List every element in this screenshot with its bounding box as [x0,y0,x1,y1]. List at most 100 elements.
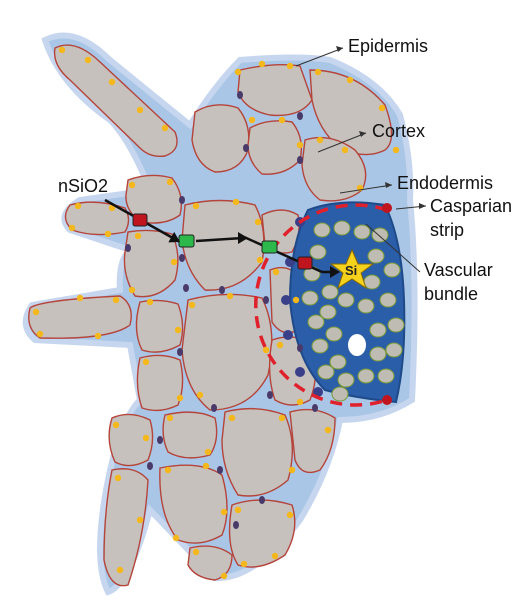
yellow-dot [193,203,199,209]
cell [136,300,182,352]
yellow-dot [289,467,295,473]
yellow-dot [115,475,121,481]
yellow-dot [69,225,75,231]
yellow-dot [59,47,65,53]
label-endodermis: Endodermis [397,173,493,193]
yellow-dot [109,79,115,85]
purple-dot [297,156,303,164]
purple-dot [267,391,273,399]
vascular-cell [338,373,354,387]
vascular-cell [320,305,336,319]
yellow-dot [205,449,211,455]
nsio2-particle-green [262,241,277,253]
yellow-dot [279,117,285,123]
yellow-dot [315,69,321,75]
yellow-dot [129,287,135,293]
yellow-dot [229,415,235,421]
vascular-cell [312,339,328,353]
nsio2-particle-green [179,235,194,247]
yellow-dot [177,395,183,401]
vascular-cell [314,223,330,237]
leader-arrowhead [419,203,426,209]
vascular-cell [388,318,404,332]
yellow-dot [162,125,168,131]
vascular-cell [380,293,396,307]
vascular-cell [326,327,342,341]
yellow-dot [279,415,285,421]
yellow-dot [235,69,241,75]
xylem-vessel [347,333,367,357]
yellow-dot [241,561,247,567]
yellow-dot [272,553,278,559]
label-casparian-line1: Casparian [430,196,512,216]
yellow-dot [171,259,177,265]
si-label: Si [345,263,357,278]
label-epidermis: Epidermis [348,36,428,56]
label-vascular-line1: Vascular [424,260,493,280]
yellow-dot [203,463,209,469]
label-casparian-line2: strip [430,220,464,240]
yellow-dot [259,61,265,67]
purple-dot [263,296,269,304]
vascular-cell [302,291,318,305]
yellow-dot [221,573,227,579]
purple-dot [297,344,303,352]
yellow-dot [325,427,331,433]
vascular-cell [358,299,374,313]
yellow-dot [317,137,323,143]
yellow-dot [197,392,203,398]
yellow-dot [193,549,199,555]
vascular-cell [384,263,400,277]
vascular-cell [370,347,386,361]
yellow-dot [233,199,239,205]
yellow-dot [143,359,149,365]
yellow-dot [167,415,173,421]
yellow-dot [235,507,241,513]
purple-dot [259,496,265,504]
yellow-dot [263,347,269,353]
yellow-dot [393,147,399,153]
yellow-dot [129,182,135,188]
yellow-dot [342,147,348,153]
purple-dot [147,462,153,470]
purple-dot [179,254,185,262]
casparian-marker [382,203,392,213]
purple-dot [219,286,225,294]
vascular-cell [378,369,394,383]
purple-dot [217,466,223,474]
vascular-cell [370,323,386,337]
yellow-dot [37,331,43,337]
yellow-dot [249,117,255,123]
endodermis-marker [281,295,291,305]
cell [248,121,301,174]
yellow-dot [277,342,283,348]
yellow-dot [227,293,233,299]
yellow-dot [113,422,119,428]
cell [104,469,148,586]
yellow-dot [297,142,303,148]
nsio2-particle-red [298,257,312,269]
purple-dot [233,521,239,529]
yellow-dot [293,297,299,303]
yellow-dot [287,512,293,518]
yellow-dot [379,105,385,111]
purple-dot [179,196,185,204]
yellow-dot [147,299,153,305]
yellow-dot [137,517,143,523]
vascular-cell [308,315,324,329]
purple-dot [125,244,131,252]
yellow-dot [33,309,39,315]
yellow-dot [105,231,111,237]
yellow-dot [77,295,83,301]
leader-arrowhead [336,46,343,52]
vascular-cell [338,293,354,307]
nsio2-particle-red [133,214,147,226]
yellow-dot [257,257,263,263]
vascular-cell [358,369,374,383]
purple-dot [177,348,183,356]
vascular-cell [322,285,338,299]
endodermis-marker [295,367,305,377]
yellow-dot [173,535,179,541]
vascular-cell [386,343,402,357]
yellow-dot [165,467,171,473]
